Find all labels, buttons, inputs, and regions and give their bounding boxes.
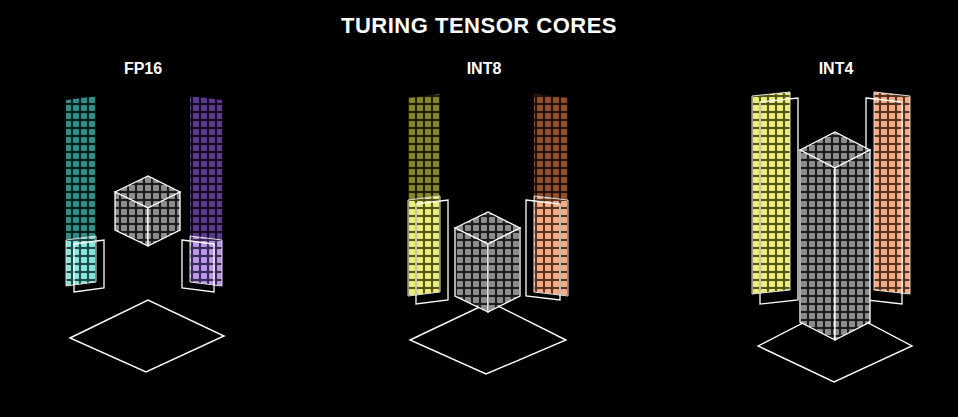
matrix-panel [874,92,910,294]
diagram-title: TURING TENSOR CORES [341,13,617,39]
compute-cuboid [800,132,870,340]
precision-label: INT4 [819,60,854,78]
panel-frame [182,240,214,292]
precision-label: FP16 [124,60,162,78]
panel-frame [526,200,560,300]
panel-frame [760,98,798,304]
matrix-panel [66,96,96,240]
panel-frame [416,200,448,304]
matrix-panel [190,96,222,240]
matrix-panel [534,94,568,200]
matrix-panel [408,196,440,296]
matrix-panel [408,94,440,200]
matrix-panel [534,196,568,296]
compute-cuboid [455,212,520,312]
panel-frame [866,98,902,304]
floor-outline [410,302,566,374]
precision-label: INT8 [467,60,502,78]
compute-cube [115,176,180,246]
floor-outline [70,300,224,372]
matrix-panel [752,92,790,294]
panel-frame [74,240,104,292]
